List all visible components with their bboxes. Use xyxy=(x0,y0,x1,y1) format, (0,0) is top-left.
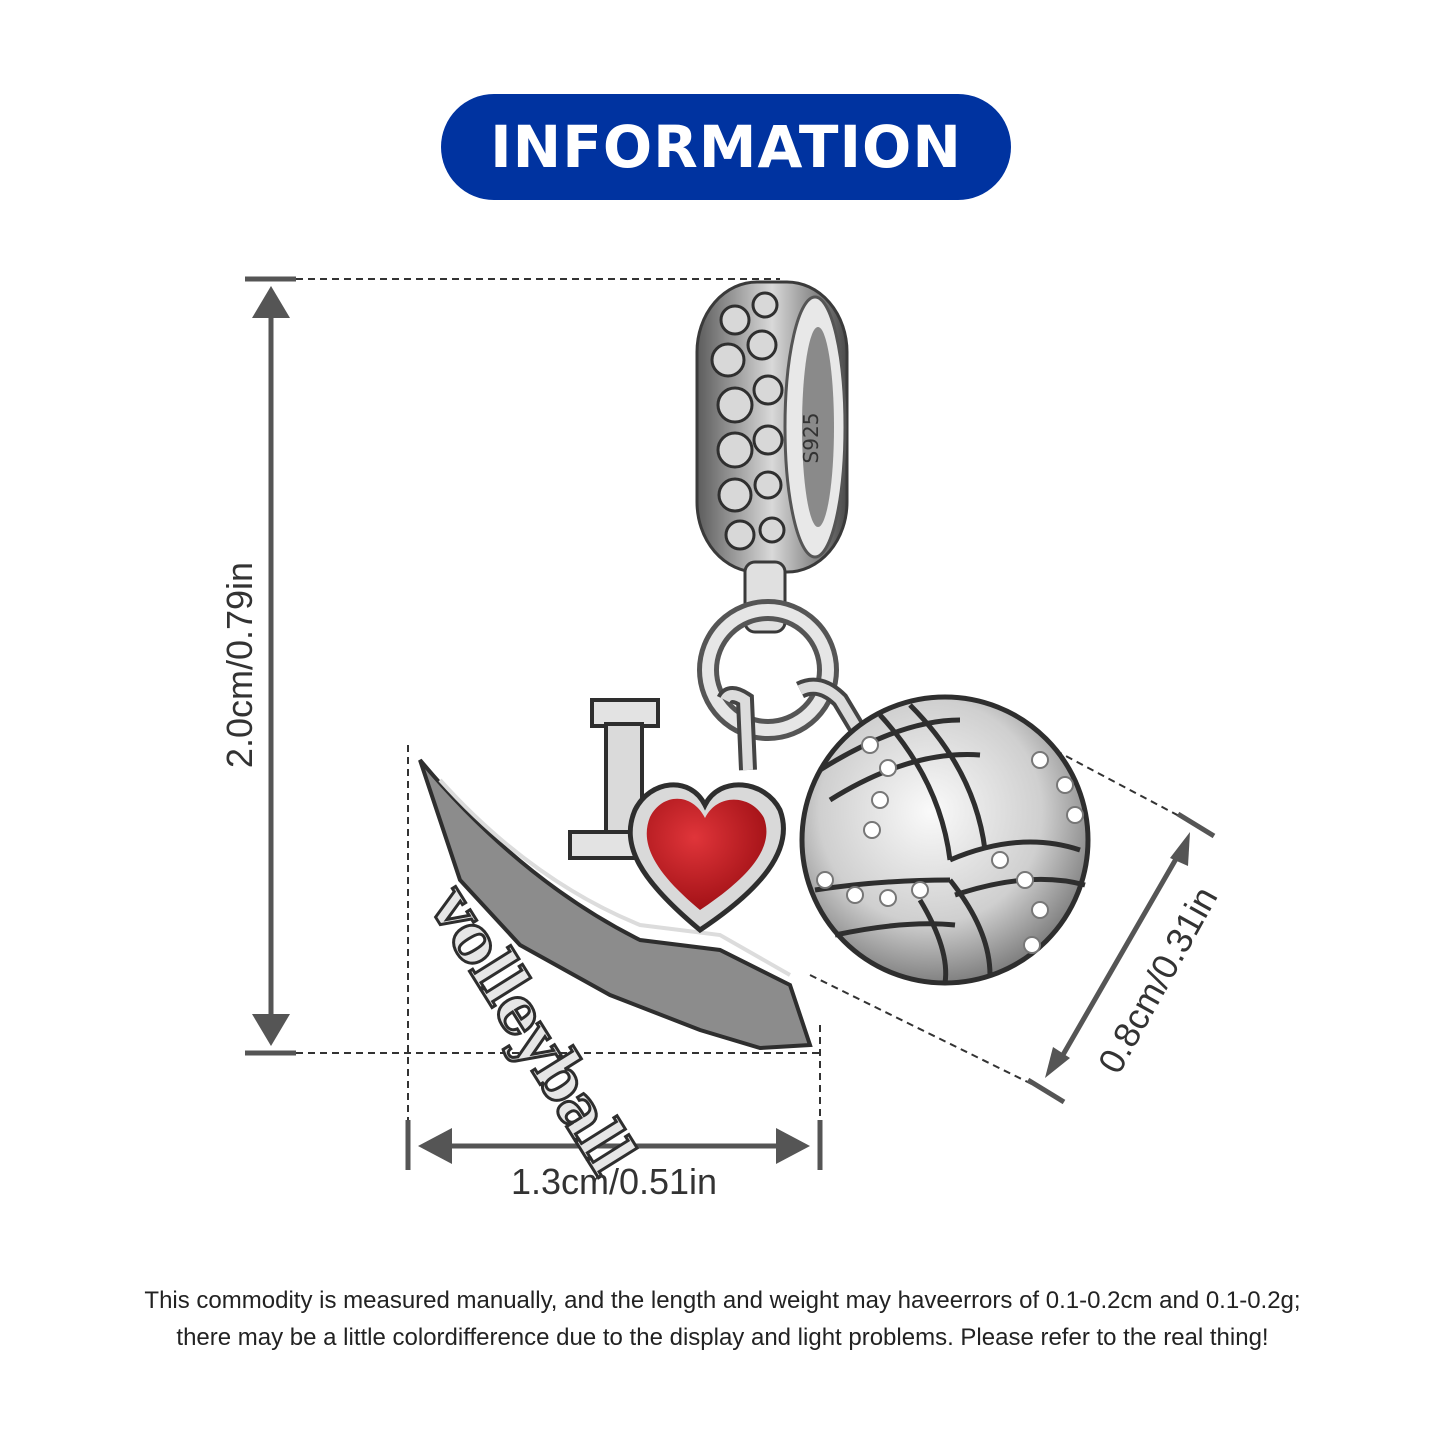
bail-bead xyxy=(695,280,849,574)
information-badge: INFORMATION xyxy=(441,94,1011,200)
disclaimer-line-2: there may be a little colordifference du… xyxy=(176,1324,1269,1351)
bail-stamp: S925 xyxy=(799,413,823,464)
disclaimer-line-1: This commodity is measured manually, and… xyxy=(144,1287,1301,1314)
ball-dimension xyxy=(809,699,1216,1105)
connector xyxy=(697,560,866,771)
arrow-right-icon xyxy=(776,1128,810,1164)
arrow-diagonal-down-icon xyxy=(1045,1047,1070,1078)
crystal-stones xyxy=(816,736,1084,954)
arrow-up-icon xyxy=(252,286,290,318)
arrow-diagonal-up-icon xyxy=(1170,832,1190,866)
height-dimension xyxy=(245,276,820,1056)
width-label: 1.3cm/0.51in xyxy=(510,1161,718,1202)
heart-icon xyxy=(627,782,786,934)
i-love-volleyball-charm: volleyball xyxy=(412,698,813,1188)
information-badge-label: INFORMATION xyxy=(490,113,962,181)
arrow-left-icon xyxy=(418,1128,452,1164)
arrow-down-icon xyxy=(252,1014,290,1046)
height-label: 2.0cm/0.79in xyxy=(219,561,260,769)
width-dimension xyxy=(405,745,823,1170)
volleyball-charm xyxy=(799,694,1091,986)
disclaimer: This commodity is measured manually, and… xyxy=(0,1282,1445,1356)
